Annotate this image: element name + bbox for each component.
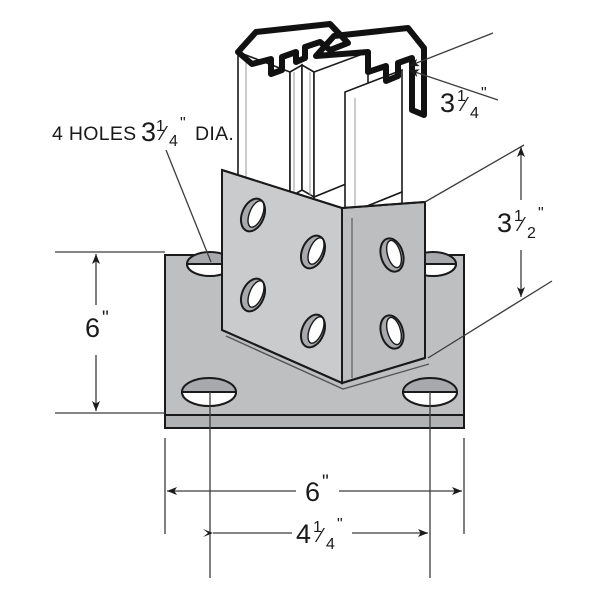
dimension-label-plate-width: 6 " xyxy=(305,472,329,507)
dim-bracket-height-slash: ⁄ xyxy=(515,214,526,236)
note-4-holes-inch: " xyxy=(180,115,186,132)
channel-ribs xyxy=(245,58,356,216)
dimension-label-bracket-height: 3 1 ⁄ 2 " xyxy=(497,205,544,242)
dim-plate-depth-whole: 6 xyxy=(85,313,100,343)
dimension-plate-depth xyxy=(55,251,165,414)
note-4-holes-trail: DIA. xyxy=(195,123,234,145)
leader-lines xyxy=(165,32,553,359)
bracket-top-edge xyxy=(221,169,426,210)
dim-bracket-height-numerator: 1 xyxy=(514,208,523,225)
bracket-hole-l3 xyxy=(299,234,327,270)
bracket-hole-r2 xyxy=(379,314,405,350)
plate-hole-bottom-left xyxy=(180,377,238,407)
dim-plate-depth-inch: " xyxy=(102,308,109,329)
dim-bracket-height-inch: " xyxy=(538,205,544,222)
dim-hole-spacing-whole: 4 xyxy=(296,519,311,549)
dim-channel-width-inch: " xyxy=(481,85,487,102)
dim-hole-spacing-numerator: 1 xyxy=(313,519,322,536)
bracket-holes xyxy=(239,197,405,350)
note-4-holes: 4 HOLES 3 1 ⁄ 4 " DIA. xyxy=(52,115,234,150)
leader-bracket-top xyxy=(424,144,525,203)
note-4-holes-whole: 3 xyxy=(141,117,156,147)
dim-channel-width-slash: ⁄ xyxy=(458,94,469,116)
leader-holes-note xyxy=(165,149,212,263)
dim-channel-width-numerator: 1 xyxy=(457,88,466,105)
leader-channel-upper xyxy=(408,32,494,67)
leader-bracket-bottom xyxy=(427,280,553,359)
dim-channel-width-denominator: 4 xyxy=(470,105,479,122)
dim-hole-spacing-inch: " xyxy=(337,516,343,533)
note-4-holes-denominator: 4 xyxy=(169,133,178,150)
dim-bracket-height-denominator: 2 xyxy=(527,225,536,242)
bracket-hole-r1 xyxy=(379,237,405,273)
bracket-bottom-edge-shadow xyxy=(225,335,430,390)
channel-right-web xyxy=(344,68,403,217)
dim-bracket-height-whole: 3 xyxy=(497,208,512,238)
note-4-holes-lead: 4 HOLES xyxy=(52,123,136,145)
bracket-bottom-edge xyxy=(221,329,426,385)
bracket-hole-l4 xyxy=(299,313,327,349)
note-4-holes-slash: ⁄ xyxy=(157,123,168,145)
dim-plate-width-whole: 6 xyxy=(305,477,320,507)
dimension-label-channel-width: 3 1 ⁄ 4 " xyxy=(440,85,487,122)
leader-channel-lower xyxy=(408,69,499,101)
bracket-hole-l1 xyxy=(239,197,267,233)
dimension-hole-spacing xyxy=(203,392,431,578)
channel-left-inner xyxy=(289,63,303,199)
dim-hole-spacing-denominator: 4 xyxy=(326,536,335,553)
note-4-holes-numerator: 1 xyxy=(156,118,165,135)
dimension-label-hole-spacing: 4 1 ⁄ 4 " xyxy=(296,516,343,553)
base-plate-holes xyxy=(180,251,459,407)
channel-top-lip-right xyxy=(313,25,427,118)
bracket-right-face xyxy=(341,200,426,385)
strut-channel-assembly xyxy=(235,21,427,233)
dim-hole-spacing-slash: ⁄ xyxy=(314,525,325,547)
dimension-plate-width xyxy=(164,438,465,534)
dimension-label-plate-depth: 6 " xyxy=(85,308,109,343)
bracket-hole-l2 xyxy=(239,277,267,313)
channel-right-inner xyxy=(301,63,315,199)
dim-plate-width-inch: " xyxy=(322,472,329,493)
dim-channel-width-whole: 3 xyxy=(440,88,455,118)
